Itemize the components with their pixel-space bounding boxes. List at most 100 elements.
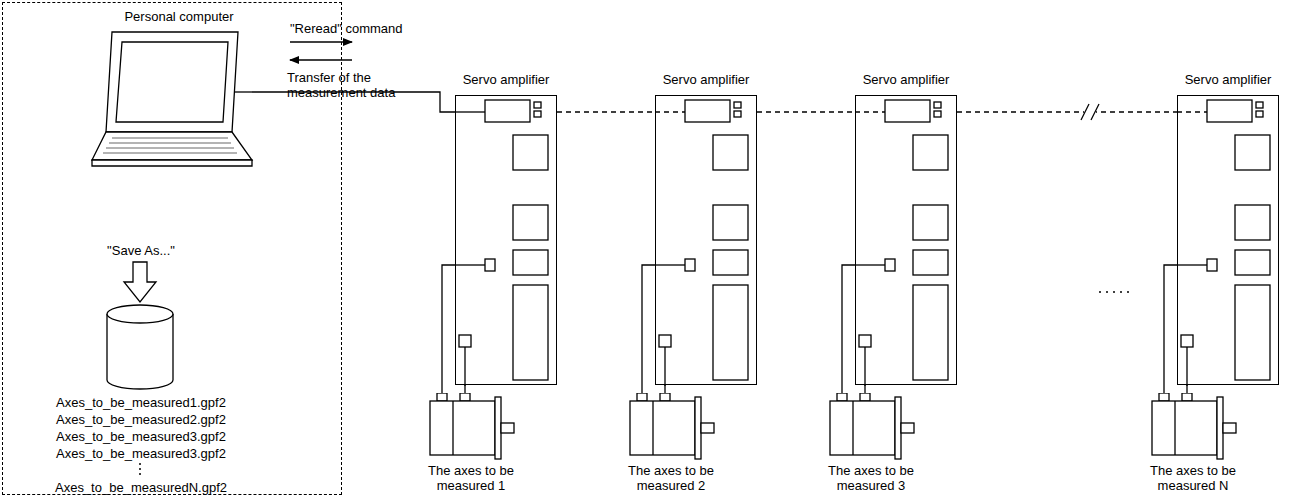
ellipsis-dot (1106, 291, 1108, 293)
cable-connector (842, 265, 855, 393)
connector-slot (1235, 135, 1270, 170)
encoder-plug (1159, 393, 1169, 401)
amplifier-heading: Servo amplifier (663, 72, 750, 87)
servo-amplifier: Servo amplifier (455, 68, 557, 385)
cable-connector (1164, 265, 1177, 393)
encoder-plug (837, 393, 847, 401)
indicator (734, 111, 741, 117)
motor-shaft (501, 423, 514, 433)
cable-connector (1186, 385, 1187, 393)
file-name: Axes_to_be_measured3.gpf2 (56, 446, 226, 461)
amplifier-body (1177, 95, 1279, 385)
motor-symbol (825, 393, 917, 461)
laptop-edge (92, 160, 252, 166)
motor-line (1174, 401, 1175, 455)
cable (455, 264, 485, 265)
ellipsis-dot (1120, 291, 1122, 293)
display-panel (485, 100, 530, 122)
motor-line (452, 401, 453, 455)
servo-motor: The axes to be measured 2 (625, 393, 717, 495)
save-arrow (124, 262, 156, 302)
motor-shaft (701, 423, 714, 433)
motor-body (830, 401, 895, 455)
action-label: "Save As..." (107, 243, 175, 258)
motor-body (630, 401, 695, 455)
cable-connector (442, 265, 455, 393)
keyboard-row (112, 138, 228, 139)
break-mark (1081, 104, 1089, 120)
connector-slot (1235, 250, 1270, 275)
laptop-base (92, 132, 252, 160)
amplifier-body (855, 95, 957, 385)
ellipsis-dot (1099, 291, 1101, 293)
transfer-label: Transfer of the measurement data (287, 70, 405, 100)
break-mark (1091, 104, 1099, 120)
motor-line (852, 401, 853, 455)
cable (855, 111, 885, 112)
amplifier-panel (855, 95, 957, 385)
servo-amplifier: Servo amplifier (655, 68, 757, 385)
cable (655, 111, 685, 112)
keyboard-row (109, 143, 231, 144)
cable-connector (864, 385, 865, 393)
connector-slot (713, 250, 748, 275)
indicator (934, 102, 941, 108)
power-plug (460, 393, 470, 401)
power-plug (660, 393, 670, 401)
power-plug (1182, 393, 1192, 401)
ellipsis-dot (139, 473, 141, 475)
ellipsis-dot (139, 463, 141, 465)
motor-symbol (425, 393, 517, 461)
file-name: Axes_to_be_measured3.gpf2 (56, 429, 226, 444)
cable (235, 91, 252, 92)
connector-slot (913, 250, 948, 275)
ellipsis-dot (139, 468, 141, 470)
database-top (107, 305, 173, 323)
laptop-screen (116, 42, 228, 122)
axis-label: The axes to be measured 1 (421, 463, 521, 493)
connector-slot (513, 135, 548, 170)
connector-slot (513, 205, 548, 240)
indicator (534, 111, 541, 117)
indicator (734, 102, 741, 108)
encoder-plug (637, 393, 647, 401)
amplifier-body (455, 95, 557, 385)
indicator (534, 102, 541, 108)
keyboard-row (106, 148, 234, 149)
ellipsis-dot (1113, 291, 1115, 293)
connector-slot (913, 205, 948, 240)
motor-flange (695, 397, 701, 459)
cable-connector (464, 385, 465, 393)
cable (664, 347, 665, 386)
indicator (1256, 102, 1263, 108)
cable (1186, 347, 1187, 386)
amplifier-panel (1177, 95, 1279, 385)
keyboard-row (103, 153, 237, 154)
transfer-arrow (290, 59, 352, 60)
axis-label: The axes to be measured 2 (621, 463, 721, 493)
amplifier-heading: Servo amplifier (1185, 72, 1272, 87)
terminal-block (913, 285, 948, 380)
cable (855, 264, 885, 265)
motor-flange (1217, 397, 1223, 459)
display-panel (1207, 100, 1252, 122)
connector-slot (713, 205, 748, 240)
ellipsis-dot (1127, 291, 1129, 293)
motor-shaft (901, 423, 914, 433)
display-panel (685, 100, 730, 122)
servo-motor: The axes to be measured 3 (825, 393, 917, 495)
break-gap (1084, 102, 1096, 122)
cable (464, 347, 465, 386)
cable-connector (664, 385, 665, 393)
amplifier-body (655, 95, 757, 385)
power-terminal (459, 335, 471, 347)
cable-connector (642, 265, 655, 393)
encoder-connector (485, 259, 495, 271)
file-name: Axes_to_be_measured1.gpf2 (56, 395, 226, 410)
connector-slot (913, 135, 948, 170)
laptop-lid (106, 32, 238, 132)
motor-body (430, 401, 495, 455)
motor-symbol (1147, 393, 1239, 461)
motor-symbol (625, 393, 717, 461)
connector-slot (1235, 205, 1270, 240)
